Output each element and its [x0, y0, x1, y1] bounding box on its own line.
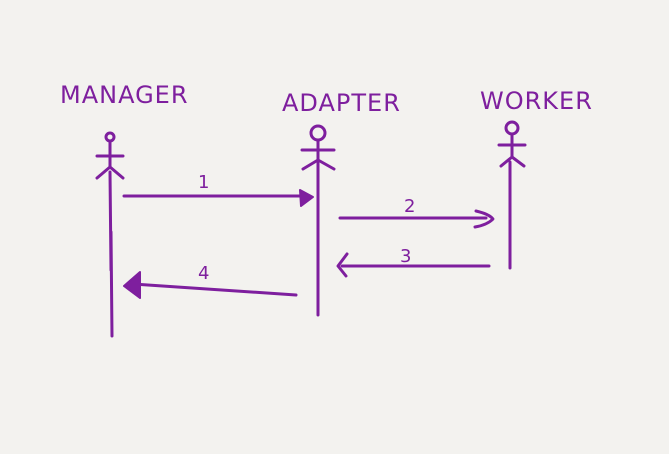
message-2-label: 2 — [404, 196, 415, 217]
manager-lifeline — [108, 170, 114, 338]
adapter-stick-figure-icon — [300, 124, 336, 171]
message-4-arrow — [123, 271, 298, 299]
worker-stick-figure-icon — [497, 120, 527, 168]
message-1-label: 1 — [198, 172, 209, 193]
message-2-arrow — [338, 209, 495, 229]
actor-label-adapter: ADAPTER — [282, 89, 401, 117]
message-4-label: 4 — [198, 263, 209, 284]
message-1-arrow — [122, 189, 314, 207]
manager-stick-figure-icon — [95, 131, 125, 180]
actor-label-manager: MANAGER — [60, 81, 189, 109]
message-3-label: 3 — [400, 246, 411, 267]
message-3-arrow — [336, 252, 491, 278]
actor-label-worker: WORKER — [480, 87, 593, 115]
